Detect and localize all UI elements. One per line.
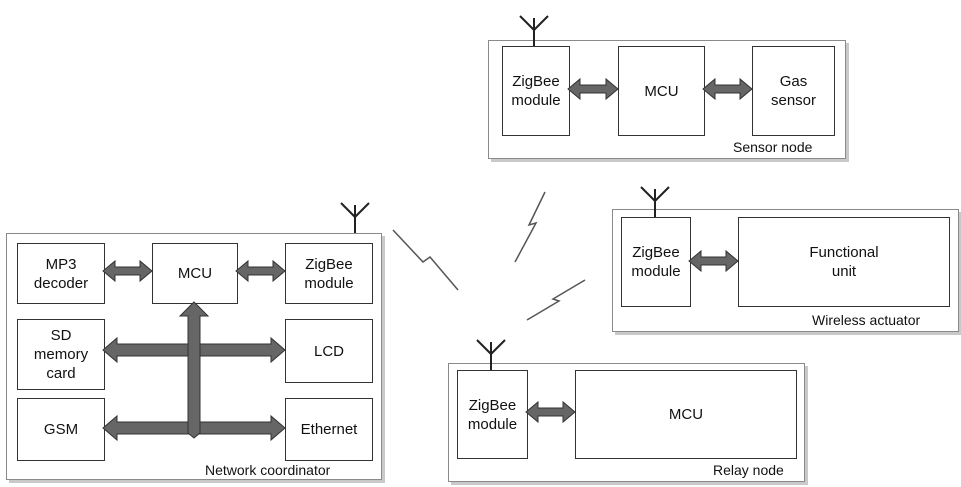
- link-coordinator-relay-icon: [392, 229, 459, 291]
- wireless-link-icons: [392, 191, 586, 321]
- sensor-zigbee-module: ZigBee module: [502, 46, 570, 136]
- actuator-zigbee-module: ZigBee module: [621, 217, 691, 307]
- relay-zigbee-module: ZigBee module: [457, 370, 528, 459]
- mp3-decoder: MP3 decoder: [17, 243, 105, 304]
- relay-mcu: MCU: [575, 370, 797, 459]
- relay-bidirectional-arrow: [525, 400, 576, 424]
- sensor-bidirectional-arrows: [567, 77, 753, 101]
- gas-sensor: Gas sensor: [752, 46, 835, 136]
- network-coordinator-caption: Network coordinator: [205, 462, 331, 478]
- sensor-antenna-icon: [519, 15, 549, 47]
- ethernet: Ethernet: [285, 398, 373, 461]
- gsm: GSM: [17, 398, 105, 461]
- coordinator-antenna-icon: [340, 202, 370, 234]
- sensor-node-caption: Sensor node: [733, 139, 813, 155]
- sensor-mcu: MCU: [618, 46, 705, 136]
- actuator-antenna-icon: [640, 186, 670, 218]
- relay-node-caption: Relay node: [713, 462, 784, 478]
- sd-memory-card: SD memory card: [17, 319, 105, 390]
- coordinator-arrows: [102, 259, 286, 442]
- coordinator-zigbee-module: ZigBee module: [285, 243, 373, 304]
- link-sensor-relay-icon: [514, 191, 546, 263]
- lcd: LCD: [285, 319, 373, 383]
- link-actuator-relay-icon: [526, 279, 586, 321]
- coordinator-mcu: MCU: [152, 243, 238, 304]
- functional-unit: Functional unit: [738, 217, 950, 307]
- wireless-actuator-caption: Wireless actuator: [812, 312, 921, 328]
- relay-antenna-icon: [476, 339, 506, 371]
- actuator-bidirectional-arrow: [688, 249, 739, 273]
